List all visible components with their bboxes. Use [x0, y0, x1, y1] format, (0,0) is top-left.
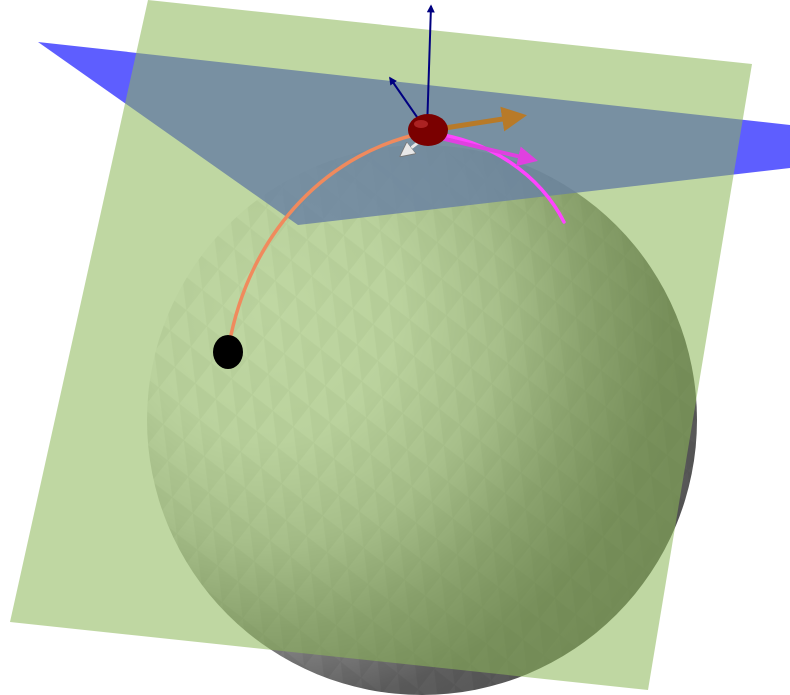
geodesic-curve — [227, 130, 430, 347]
moving-point[interactable] — [408, 114, 448, 146]
secondary-vector — [431, 134, 538, 167]
start-point[interactable] — [213, 335, 243, 369]
arc-segment — [428, 131, 566, 224]
normal-vector — [426, 4, 435, 131]
cutting-plane — [10, 0, 752, 690]
